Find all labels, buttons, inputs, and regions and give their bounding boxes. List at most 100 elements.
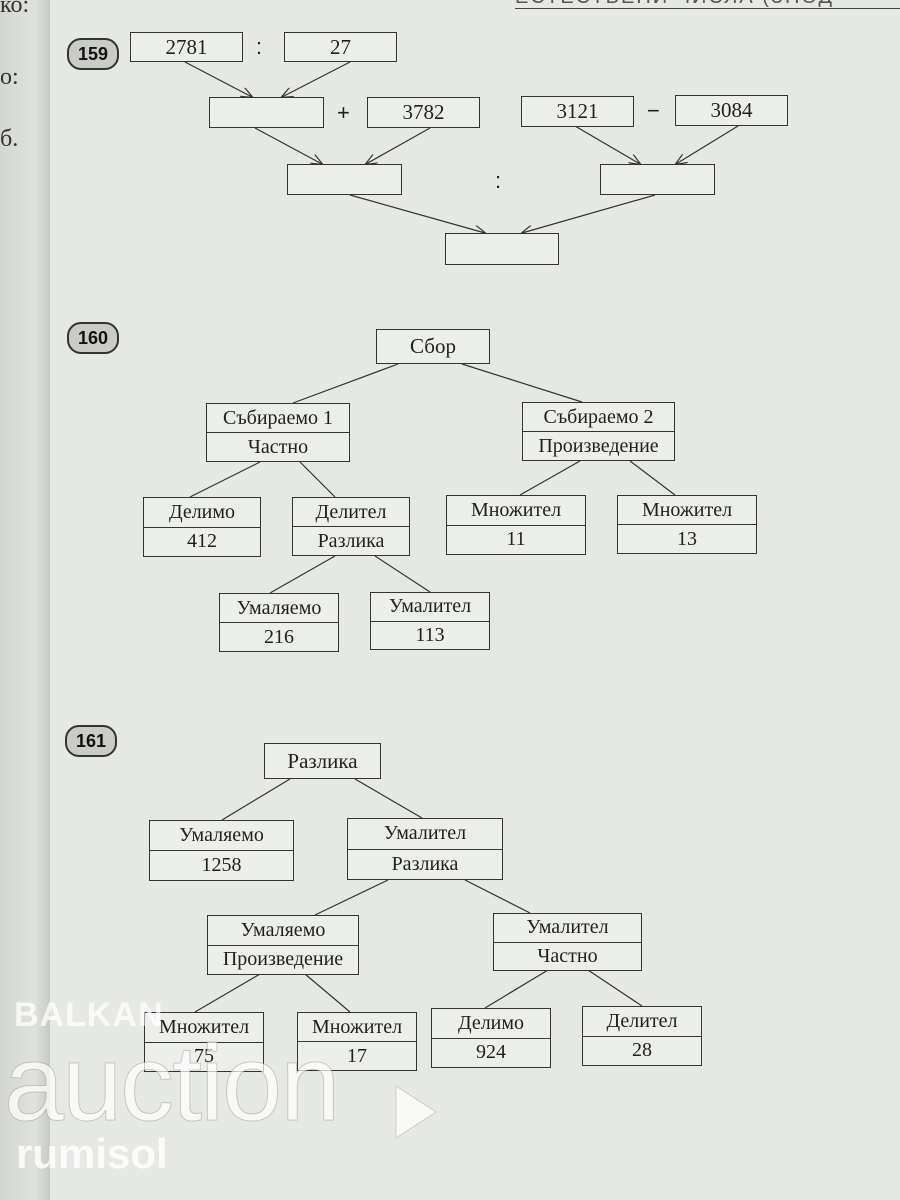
tree-node-box: Умаляемо Произведение — [207, 915, 359, 975]
header-rule — [515, 0, 900, 9]
operand-box: 2781 — [130, 32, 243, 62]
watermark-balkan: BALKAN — [14, 996, 164, 1034]
tree-edge — [269, 555, 336, 594]
node-label: Делител — [606, 1009, 678, 1032]
node-label: Делимо — [168, 500, 236, 523]
node-value: Частно — [207, 432, 349, 461]
page-header: ЕСТЕСТВЕНИ ЧИСЛА (ЗНОД — [515, 0, 900, 9]
tree-edge — [304, 973, 351, 1013]
node-value: Частно — [494, 941, 641, 971]
tree-edge — [221, 778, 291, 821]
node-value: Разлика — [293, 526, 409, 555]
node-label: Умалител — [388, 595, 472, 618]
tree-edge — [519, 460, 581, 496]
node-value: 17 — [298, 1041, 416, 1070]
node-value: 11 — [447, 524, 585, 555]
node-value: 216 — [220, 622, 338, 651]
tree-edge — [374, 555, 431, 593]
node-label: Събираемо 2 — [543, 405, 654, 428]
node-value: Произведение — [208, 944, 358, 975]
node-label: Събираемо 1 — [223, 406, 333, 429]
arrow — [522, 194, 656, 233]
node-label: Множител — [311, 1015, 403, 1038]
node-label: Множител — [641, 498, 733, 521]
node-value: 412 — [144, 526, 260, 557]
tree-node-box: Делимо 924 — [431, 1008, 551, 1068]
tree-node-box: Събираемо 2 Произведение — [522, 402, 675, 461]
tree-node-box: Множител 13 — [617, 495, 757, 554]
tree-node-box: Множител 11 — [446, 495, 586, 555]
node-label: Умалител — [526, 916, 609, 939]
tree-edge — [461, 363, 583, 403]
tree-edge — [484, 969, 549, 1009]
tree-edge — [354, 778, 423, 819]
tree-node-box: Умалител 113 — [370, 592, 490, 650]
minus-sign: − — [647, 98, 660, 123]
node-value: 924 — [432, 1037, 550, 1068]
tree-node-box: Делимо 412 — [143, 497, 261, 557]
problem-number-badge: 160 — [67, 322, 119, 354]
tree-edge — [189, 461, 261, 498]
result-box[interactable] — [445, 233, 559, 265]
arrow — [366, 127, 431, 164]
node-label: Умаляемо — [179, 824, 264, 846]
tree-root-box: Сбор — [376, 329, 490, 364]
tree-node-box: Умаляемо 1258 — [149, 820, 294, 881]
watermark-rumisol: rumisol — [16, 1130, 168, 1177]
operand-box: 27 — [284, 32, 397, 62]
division-sign: : — [256, 34, 263, 59]
arrow — [184, 61, 252, 97]
division-sign: : — [495, 168, 502, 193]
node-label: Умалител — [383, 822, 467, 845]
tree-node-box: Множител 75 — [144, 1012, 264, 1072]
arrow — [574, 125, 640, 164]
tree-node-box: Множител 17 — [297, 1012, 417, 1071]
tree-edge — [464, 879, 531, 914]
tree-edge — [292, 363, 399, 404]
problem-number-badge: 159 — [67, 38, 119, 70]
arrow — [349, 194, 485, 233]
tree-node-box: Събираемо 1 Частно — [206, 403, 350, 462]
node-value: Произведение — [523, 431, 674, 460]
tree-node-box: Делител Разлика — [292, 497, 410, 556]
node-label: Делимо — [457, 1011, 525, 1034]
tree-root-box: Разлика — [264, 743, 381, 779]
operand-box: 3121 — [521, 96, 634, 127]
node-label: Множител — [470, 498, 562, 521]
operand-box: 3782 — [367, 97, 480, 128]
node-label: Множител — [158, 1015, 250, 1038]
node-value: 1258 — [150, 850, 293, 880]
node-label: Умаляемо — [240, 918, 326, 941]
empty-answer-box[interactable] — [600, 164, 715, 195]
tree-node-box: Делител 28 — [582, 1006, 702, 1066]
node-value: 28 — [583, 1035, 701, 1066]
tree-edge — [299, 461, 336, 498]
node-label: Умаляемо — [236, 596, 322, 619]
node-label: Делител — [315, 500, 387, 523]
tree-edge — [587, 969, 643, 1007]
arrow — [676, 125, 739, 164]
tree-node-box: Умалител Частно — [493, 913, 642, 971]
tree-edge — [629, 460, 676, 496]
node-value: 75 — [145, 1041, 263, 1072]
tree-node-box: Умалител Разлика — [347, 818, 503, 880]
problem-number-badge: 161 — [65, 725, 117, 757]
node-value: 13 — [618, 524, 756, 553]
watermark-auction: auction — [3, 1022, 340, 1144]
node-value: 113 — [371, 620, 489, 650]
watermark-play-icon — [395, 1085, 437, 1139]
operand-box: 3084 — [675, 95, 788, 126]
plus-sign: + — [337, 100, 350, 125]
node-value: Разлика — [348, 848, 502, 880]
arrow — [254, 127, 322, 164]
tree-edge — [314, 879, 389, 916]
empty-answer-box[interactable] — [209, 97, 324, 128]
tree-edge — [194, 973, 261, 1013]
margin-fragment: о: — [0, 64, 19, 90]
tree-node-box: Умаляемо 216 — [219, 593, 339, 652]
margin-fragment: б. — [0, 126, 19, 152]
margin-fragment: ко: — [0, 0, 30, 18]
empty-answer-box[interactable] — [287, 164, 402, 195]
